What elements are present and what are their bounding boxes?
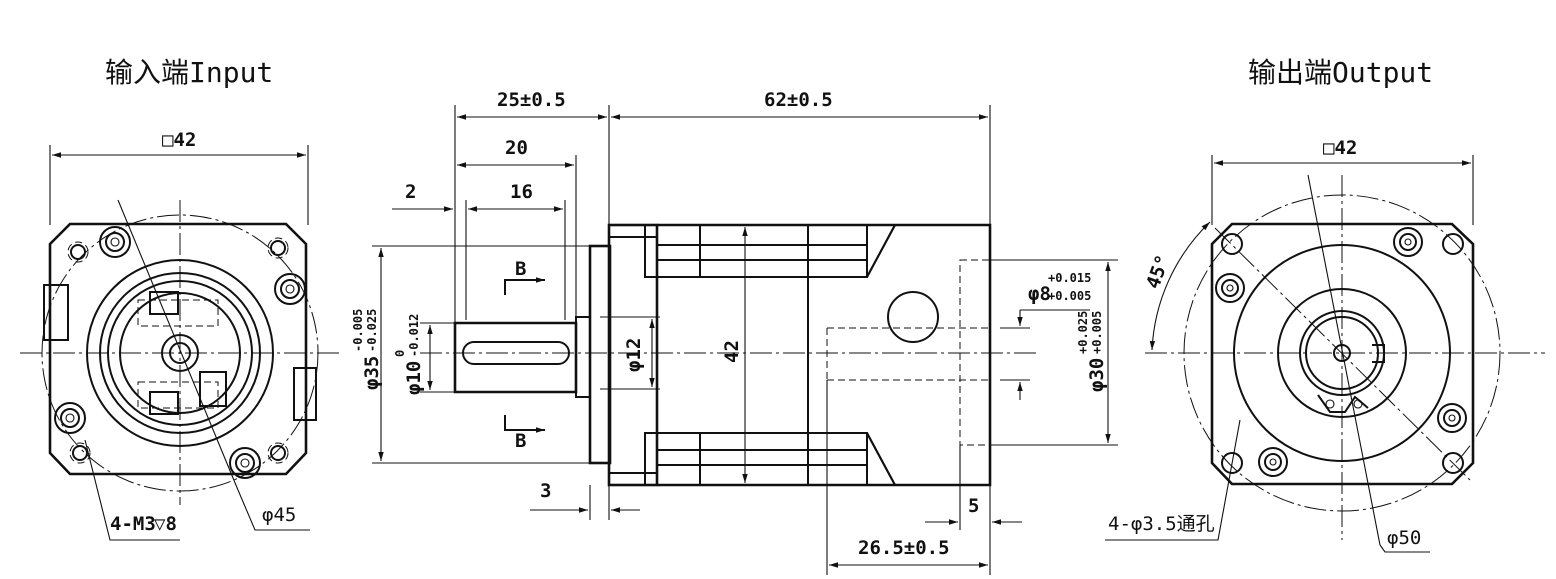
input-screw-holes [54,226,306,479]
input-flange-outline [48,222,308,476]
output-end-view: □42 45° [1105,137,1545,553]
body-height-dim: 42 [721,340,743,363]
output-square-dim: □42 [1323,137,1357,159]
input-pcd-label: φ45 [262,504,296,526]
shoulder-dim: 3 [540,480,551,502]
bore-dia-base: φ8 [1028,283,1051,305]
output-screw-holes [1215,227,1467,477]
bore-tol-upper: +0.015 [1048,271,1091,285]
section-mark-bottom: B [515,430,526,452]
output-flange-outline [1210,222,1475,486]
spigot-dia: φ12 [623,338,645,372]
side-view: 25±0.5 62±0.5 20 16 2 [351,89,1118,575]
pilot-tol-upper: -0.005 [351,309,365,352]
gearbox-body [657,223,992,487]
shaft-tol-lower: -0.012 [407,314,421,357]
motor-pilot-tol-upper: +0.025 [1076,311,1090,354]
shaft-dia-base: φ10 [403,361,425,395]
input-end-view: □42 [20,129,340,541]
shaft-tol-upper: 0 [393,350,407,357]
pilot-dia-base: φ35 [361,356,383,390]
input-title: 输入端Input [105,56,273,89]
rear-len-dim: 26.5±0.5 [858,537,950,559]
output-holes-label: 4-φ3.5通孔 [1108,513,1215,535]
len-body-dim: 62±0.5 [764,89,833,111]
len-key-area-dim: 20 [505,137,528,159]
output-pcd-label: φ50 [1387,527,1421,549]
input-square-dim: □42 [162,129,196,151]
len-front-dim: 25±0.5 [497,89,566,111]
output-title: 输出端Output [1248,56,1433,89]
section-mark-top: B [515,258,526,280]
gap-dim: 2 [405,181,416,203]
rear-step-dim: 5 [968,495,979,517]
motor-pilot-base: φ30 [1086,358,1108,392]
bore-tol-lower: +0.005 [1048,289,1091,303]
angle-dim: 45° [1142,252,1174,292]
pilot-tol-lower: -0.025 [365,309,379,352]
input-depth-label: ▽8 [154,513,177,535]
motor-pilot-tol-lower: +0.005 [1090,311,1104,354]
shaft [453,321,578,394]
input-holes-label: 4-M3 [110,513,156,535]
access-hole [887,291,939,343]
len-key-dim: 16 [510,181,533,203]
